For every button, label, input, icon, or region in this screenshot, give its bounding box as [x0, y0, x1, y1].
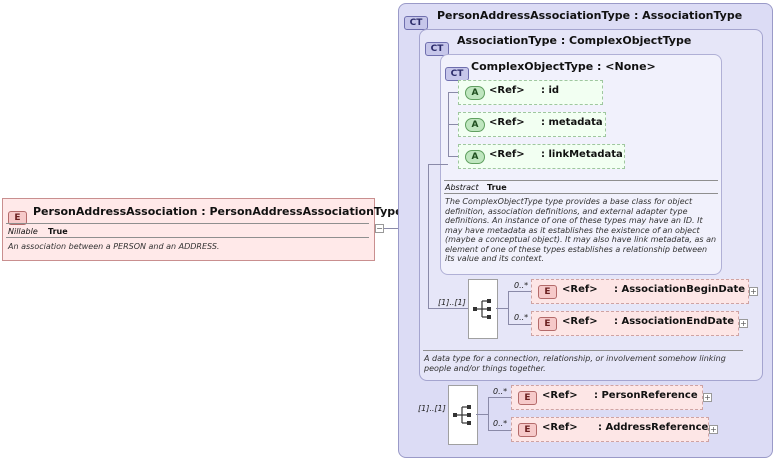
outer-sequence-compositor[interactable]	[448, 385, 478, 445]
attribute-name: : metadata	[541, 117, 603, 128]
element-person-reference[interactable]: E <Ref> : PersonReference	[511, 385, 703, 410]
connector-line	[488, 397, 489, 430]
connector-line	[508, 291, 509, 324]
divider	[423, 350, 743, 351]
collapse-toggle[interactable]: −	[375, 224, 384, 233]
attribute-ref: <Ref>	[489, 85, 525, 96]
root-documentation: An association between a PERSON and an A…	[8, 242, 220, 251]
attribute-metadata[interactable]: A <Ref> : metadata	[458, 112, 606, 137]
root-element-type: : PersonAddressAssociationType	[197, 205, 403, 218]
connector-line	[384, 228, 408, 229]
connector-line	[428, 308, 468, 309]
element-name: : PersonReference	[594, 390, 698, 401]
sequence-icon	[473, 299, 491, 319]
attribute-icon: A	[465, 86, 485, 100]
complex-type-icon: CT	[425, 42, 449, 56]
element-ref: <Ref>	[562, 316, 598, 327]
element-icon: E	[8, 211, 27, 225]
expand-toggle[interactable]: +	[749, 287, 758, 296]
element-icon: E	[538, 317, 557, 331]
connector-line	[448, 124, 460, 125]
attribute-id[interactable]: A <Ref> : id	[458, 80, 603, 105]
attribute-link-metadata[interactable]: A <Ref> : linkMetadata	[458, 144, 625, 169]
divider	[444, 180, 718, 181]
root-element-name: PersonAddressAssociation	[33, 205, 198, 218]
expand-toggle[interactable]: +	[739, 319, 748, 328]
connector-line	[448, 92, 460, 93]
element-occurrence: 0..*	[493, 387, 508, 396]
abstract-label: Abstract	[445, 183, 479, 192]
connector-line	[428, 164, 429, 308]
mid-ct-documentation: A data type for a connection, relationsh…	[424, 354, 726, 373]
expand-toggle[interactable]: +	[703, 393, 712, 402]
nillable-value: True	[48, 227, 68, 236]
connector-line	[428, 164, 448, 165]
connector-line	[476, 414, 488, 415]
element-icon: E	[518, 391, 537, 405]
attribute-name: : linkMetadata	[541, 149, 623, 160]
element-ref: <Ref>	[542, 422, 578, 433]
divider	[6, 223, 369, 224]
outer-sequence-occurrence: [1]..[1]	[418, 404, 446, 413]
attribute-name: : id	[541, 85, 560, 96]
outer-ct-title: PersonAddressAssociationType : Associati…	[437, 9, 743, 22]
element-icon: E	[518, 423, 537, 437]
complex-type-icon: CT	[445, 67, 469, 81]
connector-line	[508, 324, 532, 325]
element-name: : AssociationBeginDate	[614, 284, 746, 295]
inner-ct-title: ComplexObjectType : <None>	[471, 60, 656, 73]
connector-line	[508, 291, 532, 292]
attribute-icon: A	[465, 150, 485, 164]
divider	[6, 237, 369, 238]
mid-sequence-occurrence: [1]..[1]	[438, 298, 466, 307]
element-occurrence: 0..*	[514, 313, 529, 322]
element-name: : AddressReference	[598, 422, 709, 433]
element-ref: <Ref>	[542, 390, 578, 401]
complex-type-icon: CT	[404, 16, 428, 30]
connector-line	[488, 397, 512, 398]
mid-sequence-compositor[interactable]	[468, 279, 498, 339]
connector-line	[448, 156, 460, 157]
expand-toggle[interactable]: +	[709, 425, 718, 434]
attribute-ref: <Ref>	[489, 149, 525, 160]
attribute-icon: A	[465, 118, 485, 132]
connector-line	[488, 430, 512, 431]
nillable-label: Nillable	[8, 227, 38, 236]
element-occurrence: 0..*	[493, 419, 508, 428]
divider	[444, 193, 718, 194]
element-name: : AssociationEndDate	[614, 316, 735, 327]
root-element-box[interactable]: E PersonAddressAssociation : PersonAddre…	[2, 198, 403, 261]
inner-ct-documentation: The ComplexObjectType type provides a ba…	[445, 197, 717, 263]
element-association-begin-date[interactable]: E <Ref> : AssociationBeginDate	[531, 279, 749, 304]
element-ref: <Ref>	[562, 284, 598, 295]
abstract-value: True	[487, 183, 507, 192]
element-occurrence: 0..*	[514, 281, 529, 290]
sequence-icon	[453, 405, 471, 425]
element-association-end-date[interactable]: E <Ref> : AssociationEndDate	[531, 311, 739, 336]
element-icon: E	[538, 285, 557, 299]
element-address-reference[interactable]: E <Ref> : AddressReference	[511, 417, 709, 442]
connector-line	[496, 308, 508, 309]
attribute-ref: <Ref>	[489, 117, 525, 128]
mid-ct-title: AssociationType : ComplexObjectType	[457, 34, 692, 47]
